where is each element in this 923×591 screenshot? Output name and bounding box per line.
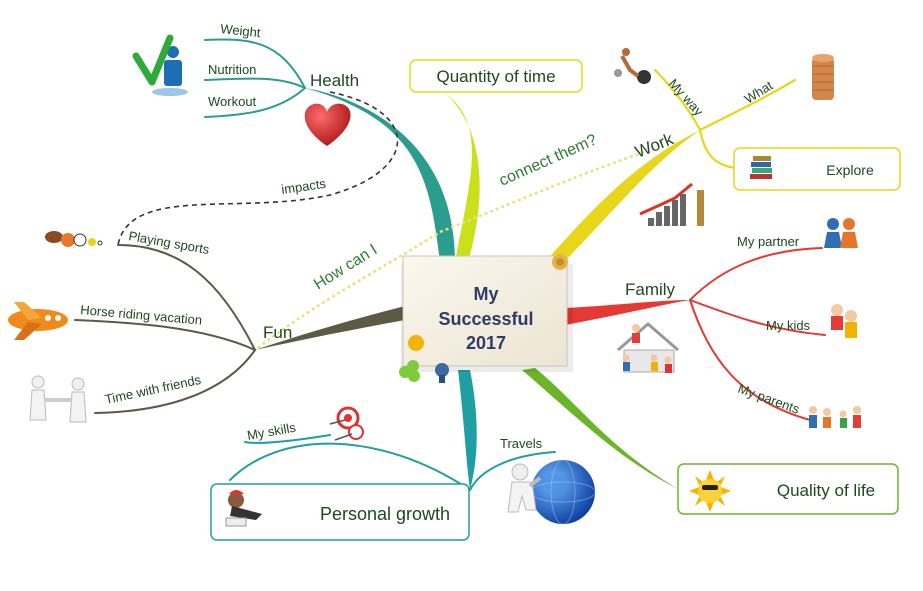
center-topic[interactable]: My Successful 2017 [401, 255, 573, 372]
quantity-of-time-node[interactable]: Quantity of time [409, 59, 583, 93]
growth-skills-twig [244, 434, 331, 444]
family-partner-line [689, 247, 823, 301]
family-kids-label[interactable]: My kids [766, 318, 811, 333]
fun-sports-line [117, 244, 256, 351]
heart-icon [304, 103, 351, 146]
target-icon [329, 406, 364, 441]
sports-balls-icon [45, 231, 103, 247]
center-topic-line3: 2017 [466, 333, 506, 353]
connect-them-connector [439, 150, 646, 234]
quantity-of-time-label: Quantity of time [436, 67, 555, 86]
checkmark-person-icon [132, 34, 188, 96]
quality-main-branch [522, 368, 680, 490]
sun-icon [689, 470, 731, 512]
clover-icon [399, 335, 424, 382]
health-weight-label[interactable]: Weight [220, 21, 262, 40]
airplane-icon [8, 302, 68, 340]
family-partner-label[interactable]: My partner [737, 234, 800, 249]
growth-travels-label[interactable]: Travels [500, 436, 543, 451]
fun-friends-line [94, 349, 256, 414]
growth-skills-label[interactable]: My skills [246, 420, 297, 443]
health-label[interactable]: Health [310, 71, 359, 90]
growth-travels-line [469, 451, 556, 491]
explore-node[interactable]: Explore [733, 147, 901, 191]
health-workout-label[interactable]: Workout [208, 94, 257, 109]
family-parents-label[interactable]: My parents [736, 381, 802, 417]
work-label[interactable]: Work [632, 129, 676, 162]
center-topic-line2: Successful [438, 309, 533, 329]
fun-main-branch [255, 306, 405, 350]
connect-them-label[interactable]: connect them? [497, 131, 600, 189]
pin-icon [552, 254, 568, 270]
bar-chart-icon [639, 182, 704, 226]
health-nutrition-line [204, 77, 306, 89]
fun-friends-label[interactable]: Time with friends [104, 372, 203, 407]
thumbtack-icon [435, 363, 449, 383]
work-what-line [698, 78, 797, 132]
ball-and-chain-icon [614, 48, 651, 84]
quality-of-life-label: Quality of life [777, 481, 875, 500]
family-kids-line [689, 299, 826, 336]
fun-label[interactable]: Fun [263, 323, 292, 342]
quality-of-life-node[interactable]: Quality of life [677, 463, 899, 515]
white-figure-pushing-icon [507, 463, 542, 513]
fun-sports-label[interactable]: Playing sports [127, 228, 211, 257]
work-main-branch [545, 130, 700, 268]
personal-growth-node[interactable]: Personal growth [210, 483, 470, 541]
center-topic-line1: My [473, 284, 498, 304]
work-myway-line [653, 68, 702, 132]
how-can-i-label[interactable]: How can I [311, 241, 380, 293]
books-icon [750, 156, 772, 179]
fun-horse-line [74, 319, 256, 351]
kids-icon [831, 304, 857, 338]
health-workout-line [204, 87, 306, 118]
work-explore-line [698, 128, 737, 170]
personal-growth-label: Personal growth [320, 504, 450, 524]
house-family-icon [617, 322, 679, 373]
family-parents-line [689, 299, 811, 421]
family-icon [809, 406, 861, 428]
health-main-branch [305, 88, 455, 262]
work-what-label[interactable]: What [742, 78, 776, 107]
family-label[interactable]: Family [625, 280, 676, 299]
growth-skills-line [229, 442, 471, 491]
growth-main-branch [458, 370, 477, 490]
globe-icon [530, 459, 596, 525]
health-nutrition-label[interactable]: Nutrition [208, 62, 256, 77]
coin-stack-icon [812, 54, 834, 100]
person-reading-icon [225, 490, 262, 527]
how-can-i-connector [257, 230, 441, 349]
work-myway-label[interactable]: My way [666, 76, 707, 119]
couple-icon [824, 218, 858, 248]
family-main-branch [565, 300, 690, 325]
work-explore-label: Explore [826, 162, 874, 178]
people-shaking-hands-icon [29, 375, 87, 423]
impacts-connector [117, 91, 399, 246]
health-weight-line [204, 38, 306, 89]
impacts-label[interactable]: impacts [280, 176, 327, 197]
